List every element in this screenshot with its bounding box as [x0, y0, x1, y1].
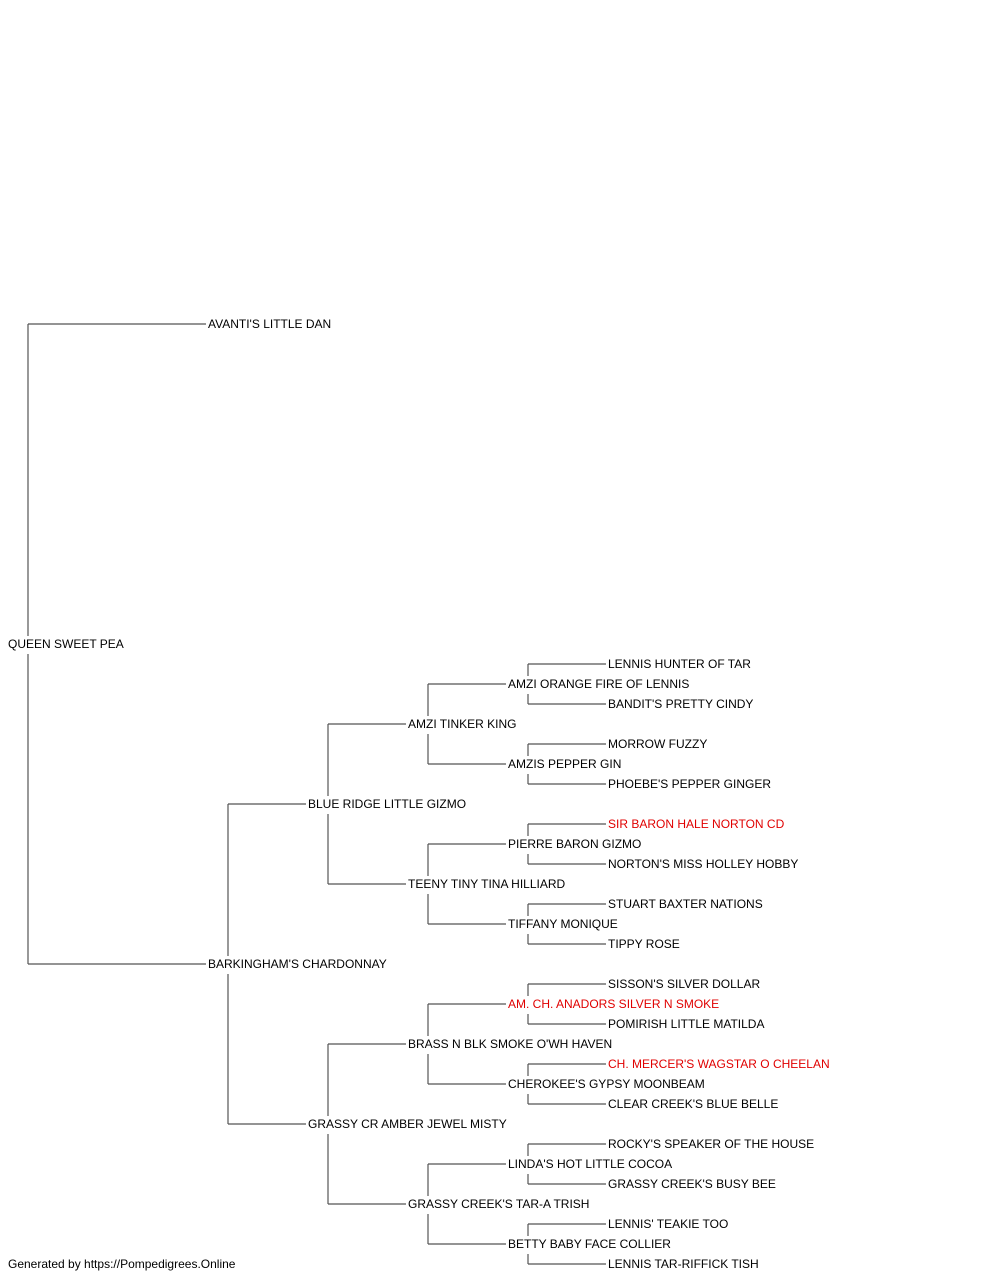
- ancestor-name: LENNIS' TEAKIE TOO: [608, 1217, 729, 1231]
- subject-dog-name: QUEEN SWEET PEA: [8, 637, 124, 651]
- ancestor-name: BETTY BABY FACE COLLIER: [508, 1237, 671, 1251]
- ancestor-name: AM. CH. ANADORS SILVER N SMOKE: [508, 997, 720, 1011]
- generated-by-footer: Generated by https://Pompedigrees.Online: [8, 1257, 236, 1271]
- ancestor-name: TEENY TINY TINA HILLIARD: [408, 877, 566, 891]
- ancestor-name: SIR BARON HALE NORTON CD: [608, 817, 785, 831]
- ancestor-name: AMZIS PEPPER GIN: [508, 757, 622, 771]
- ancestor-name: MORROW FUZZY: [608, 737, 708, 751]
- ancestor-name: LENNIS HUNTER OF TAR: [608, 657, 751, 671]
- ancestor-name: BLUE RIDGE LITTLE GIZMO: [308, 797, 467, 811]
- ancestor-name: AVANTI'S LITTLE DAN: [208, 317, 332, 331]
- ancestor-name: TIFFANY MONIQUE: [508, 917, 618, 931]
- ancestor-name: STUART BAXTER NATIONS: [608, 897, 763, 911]
- ancestor-name: CH. MERCER'S WAGSTAR O CHEELAN: [608, 1057, 830, 1071]
- ancestor-name: POMIRISH LITTLE MATILDA: [608, 1017, 765, 1031]
- ancestor-name: NORTON'S MISS HOLLEY HOBBY: [608, 857, 799, 871]
- ancestor-name: BRASS N BLK SMOKE O'WH HAVEN: [408, 1037, 613, 1051]
- ancestor-name: ROCKY'S SPEAKER OF THE HOUSE: [608, 1137, 815, 1151]
- ancestor-name: AMZI TINKER KING: [408, 717, 517, 731]
- ancestor-name: CLEAR CREEK'S BLUE BELLE: [608, 1097, 779, 1111]
- ancestor-name: PIERRE BARON GIZMO: [508, 837, 642, 851]
- ancestor-name: GRASSY CREEK'S TAR-A TRISH: [408, 1197, 590, 1211]
- ancestor-name: GRASSY CREEK'S BUSY BEE: [608, 1177, 776, 1191]
- ancestor-name: TIPPY ROSE: [608, 937, 680, 951]
- ancestor-name: SISSON'S SILVER DOLLAR: [608, 977, 761, 991]
- ancestor-name: BARKINGHAM'S CHARDONNAY: [208, 957, 387, 971]
- ancestor-name: LINDA'S HOT LITTLE COCOA: [508, 1157, 673, 1171]
- ancestor-name: GRASSY CR AMBER JEWEL MISTY: [308, 1117, 507, 1131]
- ancestor-name: LENNIS TAR-RIFFICK TISH: [608, 1257, 759, 1271]
- ancestor-name: PHOEBE'S PEPPER GINGER: [608, 777, 772, 791]
- ancestor-name: AMZI ORANGE FIRE OF LENNIS: [508, 677, 690, 691]
- ancestor-name: BANDIT'S PRETTY CINDY: [608, 697, 754, 711]
- ancestor-name: CHEROKEE'S GYPSY MOONBEAM: [508, 1077, 705, 1091]
